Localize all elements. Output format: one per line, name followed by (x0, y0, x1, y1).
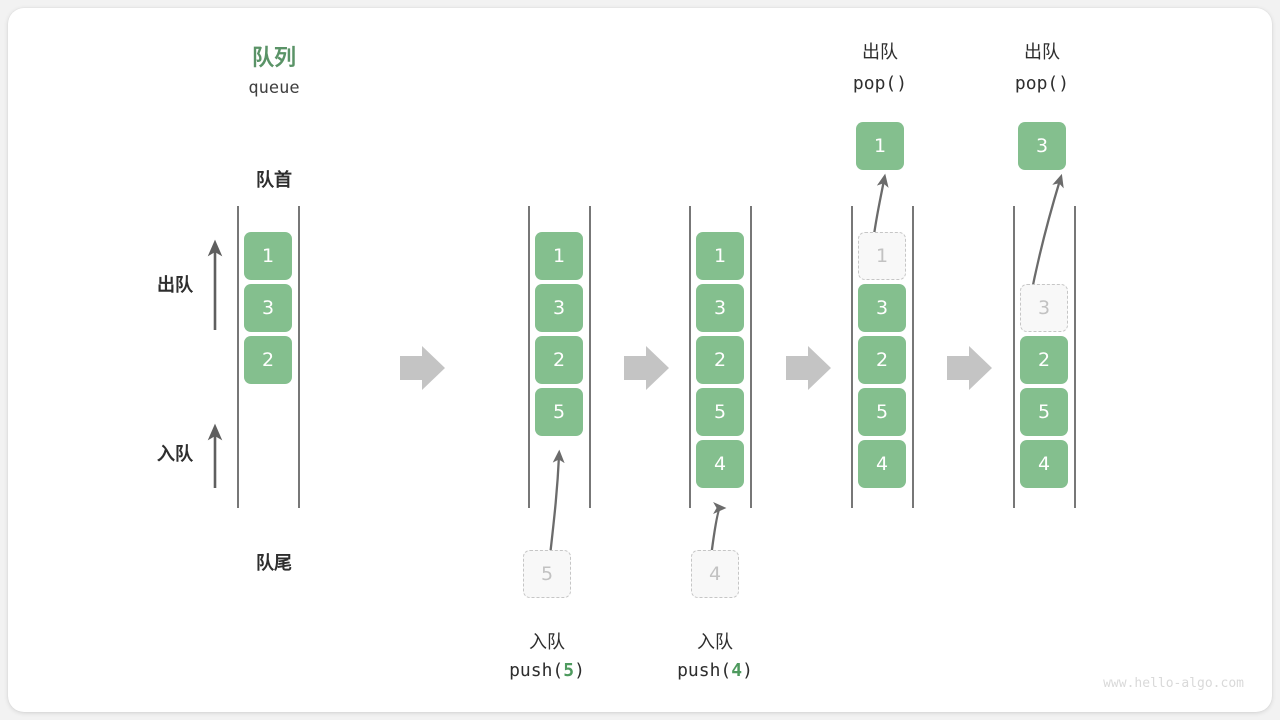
rail-right (912, 206, 914, 508)
code-value: 4 (731, 660, 743, 681)
code-value: 5 (563, 660, 575, 681)
step-arrow-4 (947, 346, 992, 390)
queue-cell: 2 (858, 336, 906, 384)
step-caption-cn: 入队 (697, 632, 733, 652)
queue-cell: 1 (244, 232, 292, 280)
rail-left (851, 206, 853, 508)
step-arrow-2 (624, 346, 669, 390)
queue-cell-ghost: 1 (858, 232, 906, 280)
arrow-overlay (207, 173, 1064, 566)
watermark: www.hello-algo.com (1103, 676, 1244, 691)
pop-3-motion-arrow (1028, 173, 1064, 301)
enqueue-direction-label: 入队 (157, 444, 193, 464)
step-caption-cn: 入队 (529, 632, 565, 652)
rail-left (1013, 206, 1015, 508)
queue-cell: 2 (696, 336, 744, 384)
queue-cell: 2 (1020, 336, 1068, 384)
queue-cell-ghost: 3 (1020, 284, 1068, 332)
rail-right (589, 206, 591, 508)
pop-label-code: pop() (852, 73, 908, 94)
step-arrow-1 (400, 346, 445, 390)
queue-tail-label: 队尾 (256, 553, 292, 573)
code-suffix: ) (742, 660, 753, 681)
popped-cell: 1 (856, 122, 904, 170)
rail-left (237, 206, 239, 508)
queue-cell: 3 (535, 284, 583, 332)
figure-title-en: queue (248, 78, 300, 98)
rail-left (689, 206, 691, 508)
queue-cell: 1 (535, 232, 583, 280)
rail-right (1074, 206, 1076, 508)
dequeue-direction-label: 出队 (157, 275, 193, 295)
queue-cell: 3 (858, 284, 906, 332)
pop-label-cn: 出队 (1024, 42, 1060, 62)
rail-right (298, 206, 300, 508)
code-prefix: push( (677, 660, 732, 681)
code-suffix: ) (574, 660, 585, 681)
step-arrow-3 (786, 346, 831, 390)
queue-cell: 5 (858, 388, 906, 436)
queue-cell: 4 (858, 440, 906, 488)
pop-label-code: pop() (1014, 73, 1070, 94)
incoming-ghost-cell: 5 (523, 550, 571, 598)
step-caption-code: push(5) (477, 660, 617, 681)
queue-cell: 4 (696, 440, 744, 488)
queue-cell: 1 (696, 232, 744, 280)
queue-cell: 5 (1020, 388, 1068, 436)
queue-cell: 5 (696, 388, 744, 436)
incoming-ghost-cell: 4 (691, 550, 739, 598)
figure-card: 队列 queue 队首 队尾 出队 入队 1 3 2 1 3 2 5 5 入队 … (8, 8, 1272, 712)
queue-cell: 3 (696, 284, 744, 332)
rail-right (750, 206, 752, 508)
queue-head-label: 队首 (256, 170, 292, 190)
queue-cell: 2 (535, 336, 583, 384)
popped-cell: 3 (1018, 122, 1066, 170)
queue-cell: 2 (244, 336, 292, 384)
queue-cell: 4 (1020, 440, 1068, 488)
step-caption-code: push(4) (645, 660, 785, 681)
push-5-motion-arrow (547, 449, 565, 566)
pop-label-cn: 出队 (862, 42, 898, 62)
queue-cell: 3 (244, 284, 292, 332)
code-prefix: push( (509, 660, 564, 681)
figure-title-cn: 队列 (251, 45, 296, 70)
queue-cell: 5 (535, 388, 583, 436)
rail-left (528, 206, 530, 508)
